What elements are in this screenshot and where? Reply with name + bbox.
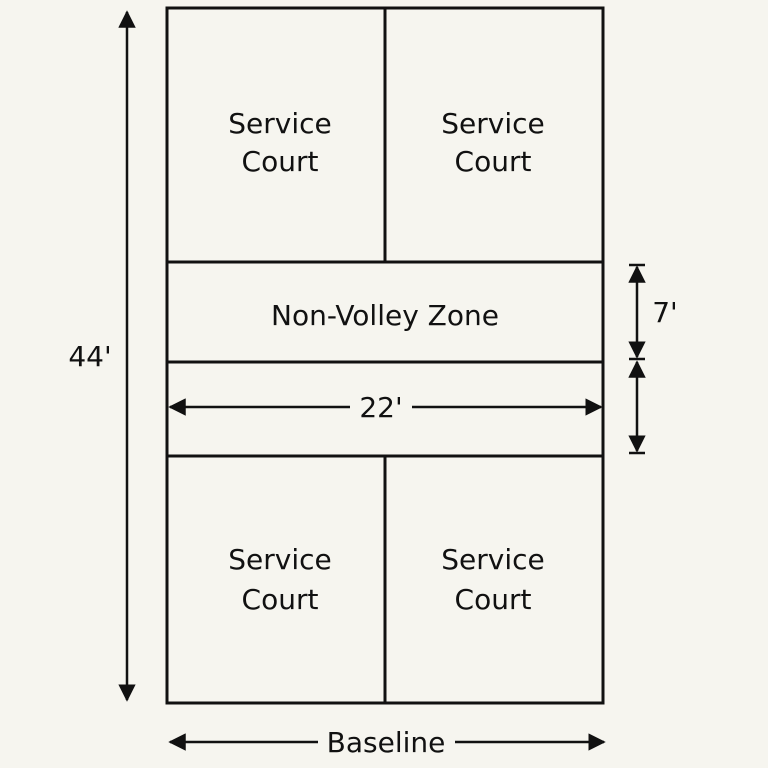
length-label: 44' [68,340,111,373]
width-label: 22' [359,391,402,424]
service-court-label: Service [228,543,331,576]
service-court-label: Court [242,145,319,178]
service-court-label: Court [455,145,532,178]
service-court-label: Service [441,107,544,140]
non-volley-zone-label: Non-Volley Zone [271,299,499,332]
kitchen-depth-label: 7' [652,296,678,329]
service-court-label: Service [441,543,544,576]
service-court-label: Court [455,583,532,616]
baseline-label: Baseline [327,726,446,759]
service-court-label: Service [228,107,331,140]
service-court-label: Court [242,583,319,616]
